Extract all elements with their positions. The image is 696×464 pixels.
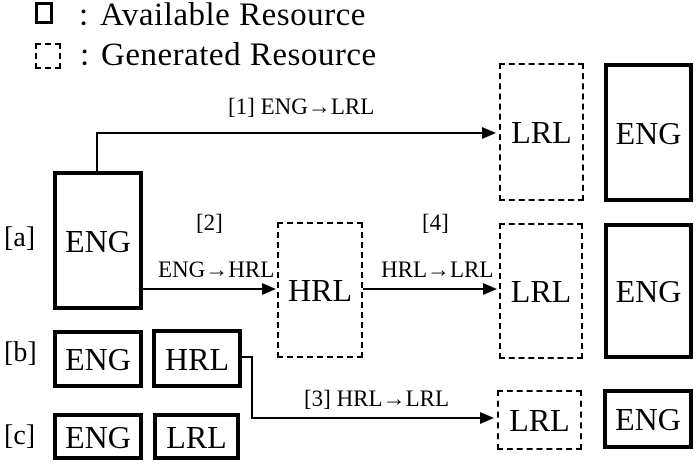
arrow-2-line	[143, 288, 264, 290]
row-label-a: [a]	[4, 222, 36, 253]
box-lrl-row-c: LRL	[153, 413, 240, 460]
arrow-3-elbow-vertical-line	[251, 356, 253, 419]
arrow-1-vertical-line	[96, 133, 98, 171]
box-eng-row3: ENG	[603, 389, 693, 449]
arrow-2-label: ENG→HRL	[158, 257, 275, 282]
arrow-1-head-icon	[482, 127, 496, 139]
box-lrl-generated-row2: LRL	[499, 223, 583, 359]
arrow-3-line	[251, 417, 481, 419]
box-label: ENG	[615, 114, 682, 151]
box-label: LRL	[510, 273, 572, 309]
row-label-b: [b]	[4, 337, 37, 368]
box-label: ENG	[65, 418, 131, 455]
arrow-4-number: [4]	[422, 210, 449, 235]
box-label: ENG	[615, 401, 681, 437]
row-label-c: [c]	[4, 420, 36, 451]
box-eng-row-b: ENG	[53, 330, 143, 388]
legend-generated-label: Generated Resource	[101, 37, 377, 73]
box-eng-row-c: ENG	[53, 413, 143, 460]
box-label: LRL	[511, 114, 572, 150]
arrow-4-label: HRL→LRL	[381, 257, 494, 282]
legend-colon: :	[79, 0, 89, 33]
legend-colon: :	[80, 37, 90, 73]
box-label: ENG	[65, 222, 131, 259]
arrow-2-number: [2]	[196, 210, 223, 235]
arrow-4-line	[363, 288, 484, 290]
arrow-3-head-icon	[480, 412, 494, 424]
box-label: HRL	[165, 340, 229, 377]
box-eng-row1: ENG	[604, 63, 693, 202]
arrow-3-label: [3] HRL→LRL	[304, 386, 450, 411]
box-label: HRL	[288, 272, 352, 308]
box-lrl-generated-row1: LRL	[499, 63, 584, 201]
arrow-3-elbow-top-line	[242, 356, 253, 358]
legend-available-label: Available Resource	[100, 0, 366, 33]
generated-resource-icon	[35, 43, 61, 69]
box-hrl-generated: HRL	[277, 222, 363, 358]
box-hrl-row-b: HRL	[152, 329, 242, 388]
box-lrl-generated-row3: LRL	[497, 390, 582, 450]
box-eng-row-a: ENG	[53, 171, 143, 310]
arrow-1-label: [1] ENG→LRL	[228, 94, 375, 119]
box-eng-row2: ENG	[604, 223, 693, 359]
available-resource-icon	[35, 2, 53, 24]
arrow-1-line	[96, 132, 483, 134]
box-label: LRL	[166, 418, 227, 455]
arrow-4-head-icon	[483, 283, 497, 295]
box-label: LRL	[509, 402, 570, 438]
arrow-2-head-icon	[262, 283, 276, 295]
box-label: ENG	[65, 341, 131, 377]
box-label: ENG	[615, 273, 682, 309]
